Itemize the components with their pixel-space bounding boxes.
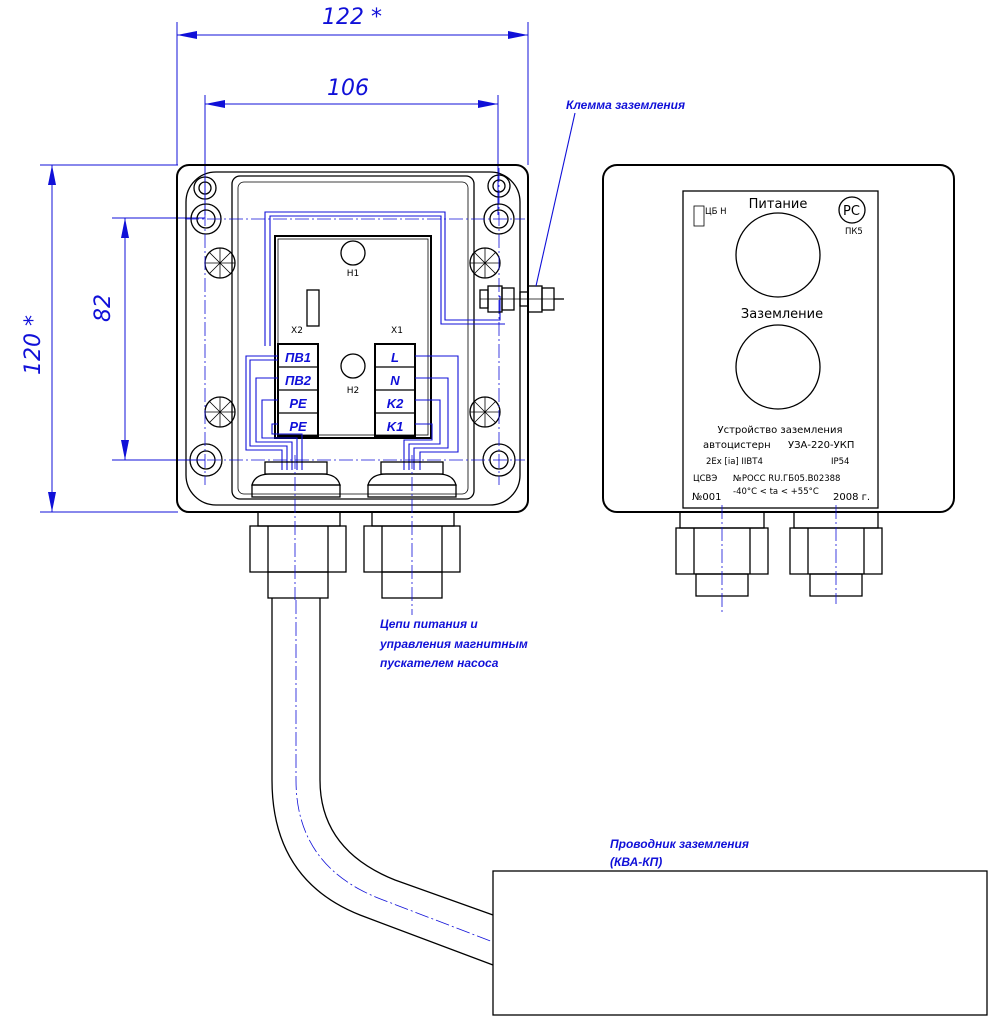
ground-indicator-label: Заземление	[741, 307, 823, 322]
serial-number: №001	[692, 492, 722, 503]
manufacture-year: 2008 г.	[833, 492, 870, 503]
enclosure-open-view: H1 H2 X2 X1 ПВ1 ПВ2 PE PE L N K2	[176, 112, 576, 513]
screw-bottom-right	[469, 396, 501, 428]
power-indicator-label: Питание	[749, 197, 808, 212]
callout-ground-conductor: Проводник заземления (КВА-КП)	[610, 837, 749, 869]
callout-ground-terminal: Клемма заземления	[566, 98, 685, 112]
screw-top-left	[204, 247, 236, 279]
cert-logo-text: PC	[843, 204, 860, 219]
device-line2-right: УЗА-220-УКП	[788, 440, 854, 451]
terminal-pv2: ПВ2	[285, 373, 312, 388]
device-line1: Устройство заземления	[718, 425, 843, 436]
wires-x2	[245, 355, 303, 470]
circuit-board: H1 H2 X2 X1	[274, 235, 432, 439]
mark-text: ЦБ Н	[705, 207, 727, 217]
terminal-block-x2: ПВ1 ПВ2 PE PE	[277, 343, 319, 437]
callout-power-circuits: Цепи питания и управления магнитным пуск…	[379, 617, 528, 670]
wires-x1	[403, 355, 459, 470]
block-x1-label: X1	[391, 326, 403, 336]
dimension-120: 120 *	[21, 164, 178, 513]
ground-conductor-device	[492, 870, 988, 1016]
gland-inner-left	[251, 461, 341, 498]
ground-conductor-line1: Проводник заземления	[610, 837, 749, 851]
power-circuits-line1: Цепи питания и	[380, 617, 478, 631]
dim-106-label: 106	[327, 76, 369, 101]
front-gland-left	[675, 505, 769, 612]
terminal-l: L	[391, 350, 399, 365]
led-h2-label: H2	[347, 386, 360, 396]
front-gland-right	[789, 505, 883, 604]
enclosure-front-view: ЦБ Н PC ПК5 Питание Заземление Устройств…	[602, 164, 955, 513]
terminal-pe-1: PE	[289, 396, 307, 411]
cert-number: №РОСС RU.ГБ05.В02388	[733, 474, 840, 484]
dim-120-label: 120 *	[21, 315, 46, 375]
ce-mark-icon: ЦБ Н	[693, 205, 727, 227]
terminal-block-x1: L N K2 K1	[374, 343, 416, 437]
power-indicator-lamp	[735, 212, 821, 298]
terminal-k2: K2	[387, 396, 404, 411]
dimension-82: 82	[91, 217, 205, 461]
mounting-hole-top-left	[190, 176, 222, 235]
ip-rating: IP54	[831, 457, 849, 467]
terminal-n: N	[390, 373, 400, 388]
dim-82-label: 82	[91, 294, 116, 322]
dim-122-label: 122 *	[322, 5, 382, 30]
led-h1-label: H1	[347, 269, 360, 279]
ground-terminal-label: Клемма заземления	[566, 98, 685, 112]
ground-terminal-bolt	[479, 112, 576, 313]
dimension-122: 122 *	[176, 5, 529, 165]
screw-bottom-left	[204, 396, 236, 428]
power-circuits-line3: пускателем насоса	[380, 656, 499, 670]
temperature-range: -40°C < ta < +55°C	[733, 487, 819, 497]
block-x2-label: X2	[291, 326, 303, 336]
device-line2-left: автоцистерн	[703, 440, 771, 451]
ex-marking: 2Ex [ia] IIBT4	[706, 457, 763, 467]
cert-code-text: ПК5	[845, 227, 863, 237]
power-circuits-line2: управления магнитным	[379, 637, 528, 651]
ground-conductor-line2: (КВА-КП)	[610, 855, 662, 869]
ground-cable	[271, 598, 494, 966]
certification-logo-icon: PC ПК5	[838, 196, 866, 237]
terminal-pe-2: PE	[289, 419, 307, 434]
screw-top-right	[469, 247, 501, 279]
terminal-pv1: ПВ1	[285, 350, 311, 365]
dimension-106: 106	[204, 76, 499, 215]
terminal-k1: K1	[387, 419, 404, 434]
cert-left-text: ЦСВЭ	[693, 474, 717, 484]
ground-indicator-lamp	[735, 324, 821, 410]
cable-gland-left	[249, 511, 347, 599]
